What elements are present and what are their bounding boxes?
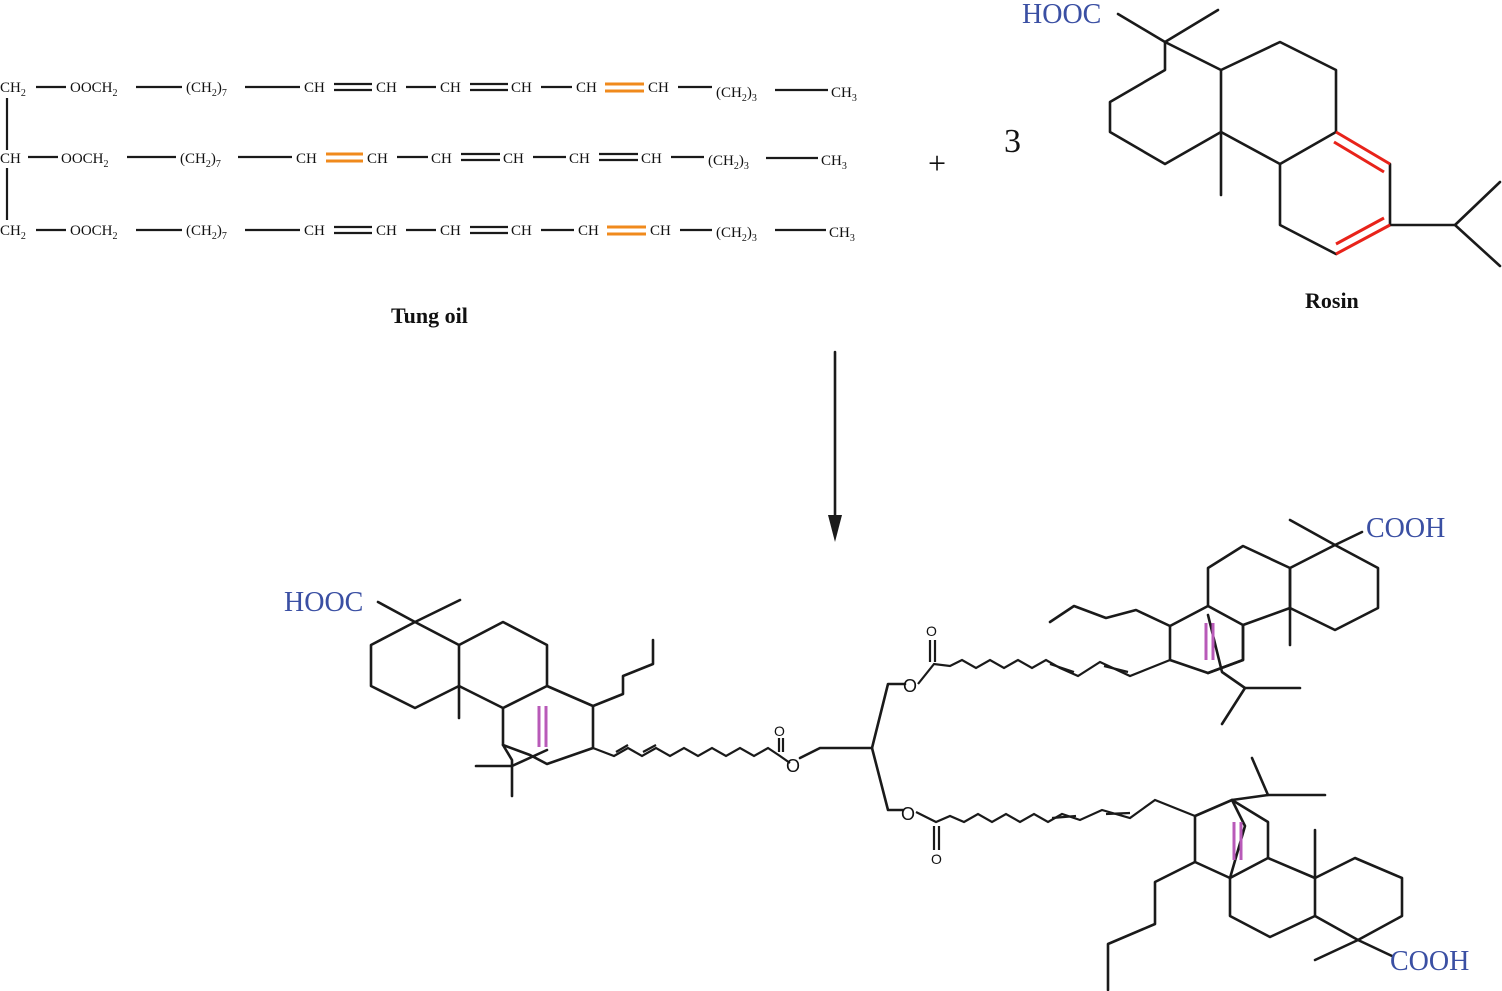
rosin-label: Rosin — [1305, 288, 1359, 313]
rosin-carboxyl-group: HOOC — [1022, 0, 1101, 30]
svg-text:CH: CH — [376, 80, 397, 96]
svg-text:(CH2)3: (CH2)3 — [716, 85, 757, 104]
rosin-structure: HOOC Rosin — [1022, 0, 1502, 313]
svg-text:CH: CH — [641, 151, 662, 167]
svg-text:CH: CH — [440, 80, 461, 96]
tung-oil-label: Tung oil — [391, 303, 468, 328]
ester-oxygen: O — [901, 804, 915, 824]
svg-text:OOCH2: OOCH2 — [70, 80, 118, 99]
svg-text:CH3: CH3 — [829, 225, 855, 244]
svg-text:CH: CH — [296, 151, 317, 167]
carbonyl-oxygen: O — [774, 723, 785, 739]
svg-text:CH: CH — [569, 151, 590, 167]
svg-text:CH: CH — [511, 80, 532, 96]
tung-oil-structure: CH2 OOCH2 (CH2)7 CH CH CH CH CH CH (CH2)… — [0, 80, 857, 328]
tung-oil-row-2: CH OOCH2 (CH2)7 CH CH CH CH CH CH (CH2)3… — [0, 151, 847, 172]
ester-oxygen: O — [786, 756, 800, 776]
svg-text:CH3: CH3 — [821, 153, 847, 172]
svg-text:(CH2)3: (CH2)3 — [708, 153, 749, 172]
svg-text:CH: CH — [511, 223, 532, 239]
bottom-right-carboxyl-group: COOH — [1390, 946, 1469, 977]
ester-oxygen: O — [903, 676, 917, 696]
svg-text:CH: CH — [304, 80, 325, 96]
svg-text:CH: CH — [576, 80, 597, 96]
svg-text:CH: CH — [650, 223, 671, 239]
carbonyl-oxygen: O — [926, 623, 937, 639]
stoichiometric-coefficient: 3 — [1004, 123, 1021, 160]
svg-text:CH: CH — [431, 151, 452, 167]
svg-text:CH: CH — [578, 223, 599, 239]
svg-text:OOCH2: OOCH2 — [70, 223, 118, 242]
svg-text:(CH2)7: (CH2)7 — [180, 151, 221, 170]
svg-text:(CH2)7: (CH2)7 — [186, 80, 227, 99]
top-right-carboxyl-group: COOH — [1366, 513, 1445, 544]
svg-text:CH: CH — [503, 151, 524, 167]
svg-text:(CH2)7: (CH2)7 — [186, 223, 227, 242]
carbonyl-oxygen: O — [931, 851, 942, 867]
left-carboxyl-group: HOOC — [284, 587, 363, 618]
top-right-adduct: O O COOH — [903, 513, 1445, 726]
bottom-right-adduct: O O COOH — [901, 756, 1469, 991]
svg-text:CH: CH — [0, 151, 21, 167]
product-structure: HOOC O O O — [284, 513, 1469, 991]
plus-sign: + — [928, 145, 946, 181]
svg-text:OOCH2: OOCH2 — [61, 151, 109, 170]
reaction-arrow — [828, 350, 842, 542]
svg-text:CH: CH — [440, 223, 461, 239]
tung-oil-row-1: CH2 OOCH2 (CH2)7 CH CH CH CH CH CH (CH2)… — [0, 80, 857, 104]
svg-text:CH2: CH2 — [0, 80, 26, 99]
svg-text:CH: CH — [367, 151, 388, 167]
svg-text:CH: CH — [304, 223, 325, 239]
left-adduct: HOOC O O — [284, 587, 874, 798]
tung-oil-row-3: CH2 OOCH2 (CH2)7 CH CH CH CH CH CH (CH2)… — [0, 223, 855, 244]
svg-text:(CH2)3: (CH2)3 — [716, 225, 757, 244]
svg-text:CH: CH — [648, 80, 669, 96]
svg-text:CH: CH — [376, 223, 397, 239]
svg-text:CH3: CH3 — [831, 85, 857, 104]
svg-text:CH2: CH2 — [0, 223, 26, 242]
